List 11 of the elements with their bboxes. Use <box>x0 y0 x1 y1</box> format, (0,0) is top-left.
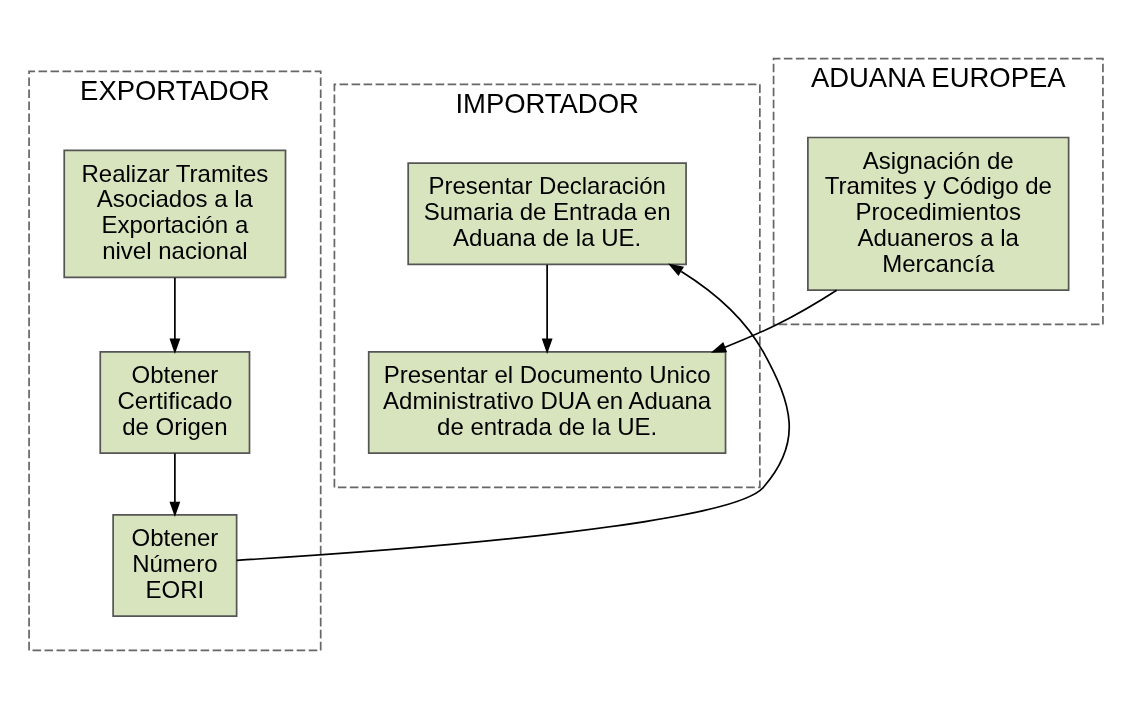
node-box: Obtener Certificado de Origen <box>99 350 251 454</box>
arrow <box>235 262 790 561</box>
arrow <box>541 263 553 354</box>
arrow <box>710 288 838 353</box>
node-box: Asignación de Tramites y Código de Procedimientos Aduaneros a la Mercancía <box>807 136 1070 291</box>
arrow <box>169 452 181 517</box>
node-box: Presentar Declaración Sumaria de Entrada en Aduana de la UE. <box>407 161 687 265</box>
node-box: Realizar Tramites Asociados a la Exportación a nivel nacional <box>63 149 287 278</box>
node-box: Presentar el Documento Unico Administrativo DUA en Aduana de entrada de la UE. <box>367 350 727 454</box>
arrow <box>169 276 181 354</box>
node-box: Obtener Número EORI <box>112 513 238 617</box>
